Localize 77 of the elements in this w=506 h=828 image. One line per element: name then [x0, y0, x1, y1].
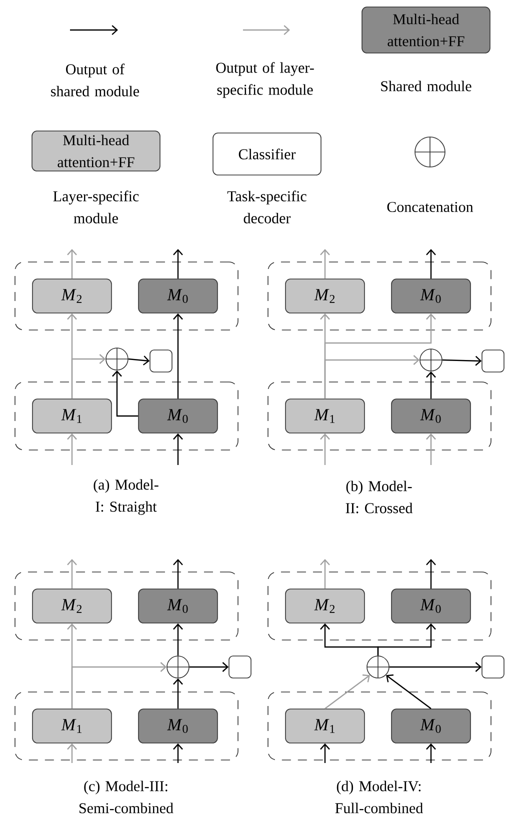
arrow — [320, 743, 330, 763]
dashed-group-box — [14, 262, 238, 330]
shared-module-box: Multi-head attention+FF — [362, 6, 490, 54]
layer-module-box: M$_{2}$ — [32, 588, 112, 624]
node-caption: Shared module — [381, 80, 472, 92]
shared-module-box: M$_{0}$ — [138, 708, 218, 744]
arrow — [442, 356, 482, 366]
arrow — [173, 678, 183, 709]
dashed-group-box — [268, 572, 492, 640]
concatenation-symbol — [106, 348, 128, 370]
arrow — [173, 559, 183, 589]
layer-module-box: M$_{1}$ — [285, 398, 365, 434]
dashed-group-box — [268, 692, 492, 760]
classifier-box: Classifier — [212, 132, 322, 176]
layer-module-box: Multi-head attention+FF — [32, 130, 160, 172]
arrow — [386, 674, 432, 710]
arrow — [189, 662, 229, 672]
node-caption: Task-specific decoder — [227, 190, 306, 224]
arrow — [426, 371, 436, 399]
classifier-box — [150, 350, 172, 372]
arrow — [173, 249, 183, 279]
node-caption: Concatenation — [387, 202, 474, 212]
arrow — [320, 433, 330, 465]
arrow — [173, 743, 183, 763]
layer-module-box: M$_{1}$ — [32, 708, 112, 744]
dashed-group-box — [14, 572, 238, 640]
arrow — [324, 355, 420, 399]
panel-caption: (d) Model-IV: Full-combined — [335, 780, 423, 814]
classifier-box — [482, 350, 504, 372]
shared-module-box: M$_{0}$ — [138, 278, 218, 314]
layer-module-box: M$_{2}$ — [285, 588, 365, 624]
arrow — [71, 354, 106, 399]
panel-caption: (a) Model-I: Straight — [94, 479, 158, 515]
arrow — [67, 559, 77, 589]
node-caption: Layer-specific module — [53, 190, 139, 224]
dashed-group-box — [14, 382, 238, 450]
concatenation-symbol — [420, 348, 442, 372]
shared-module-box: M$_{0}$ — [391, 278, 471, 314]
arrow — [67, 743, 77, 763]
legend-text: Output of layer-specific module — [216, 62, 314, 98]
arrow — [173, 623, 183, 656]
shared-module-box: M$_{0}$ — [138, 398, 218, 434]
arrow — [377, 623, 436, 656]
arrow — [426, 743, 436, 763]
arrow — [173, 313, 183, 399]
shared-module-box: M$_{0}$ — [391, 398, 471, 434]
concatenation-symbol — [366, 656, 390, 678]
layer-module-box: M$_{1}$ — [285, 708, 365, 744]
layer-module-box: M$_{2}$ — [32, 278, 112, 314]
legend-text: Output of shared module — [51, 64, 140, 96]
arrow — [426, 559, 436, 589]
arrow — [128, 356, 150, 366]
dashed-group-box — [268, 382, 492, 450]
classifier-box — [482, 656, 504, 678]
dashed-group-box — [14, 692, 238, 760]
arrow — [324, 674, 370, 710]
arrow — [320, 559, 330, 589]
shared-module-box: M$_{0}$ — [138, 588, 218, 624]
shared-module-box: M$_{0}$ — [391, 588, 471, 624]
arrow — [389, 662, 482, 672]
arrow — [67, 433, 77, 465]
arrow — [173, 433, 183, 465]
arrow — [112, 370, 138, 417]
dashed-group-box — [268, 262, 492, 330]
arrow — [320, 249, 330, 279]
panel-caption: (b) Model-II: Crossed — [346, 480, 413, 514]
concatenation-symbol — [414, 136, 446, 168]
panel-caption: (c) Model-III: Semi-combined — [80, 780, 174, 814]
arrow — [67, 249, 77, 279]
arrow — [426, 249, 436, 279]
arrow — [71, 662, 167, 709]
shared-module-box: M$_{0}$ — [391, 708, 471, 744]
classifier-box — [228, 656, 252, 678]
concatenation-symbol — [166, 656, 190, 678]
arrow — [426, 433, 436, 465]
layer-module-box: M$_{2}$ — [285, 278, 365, 314]
layer-module-box: M$_{1}$ — [32, 398, 112, 434]
